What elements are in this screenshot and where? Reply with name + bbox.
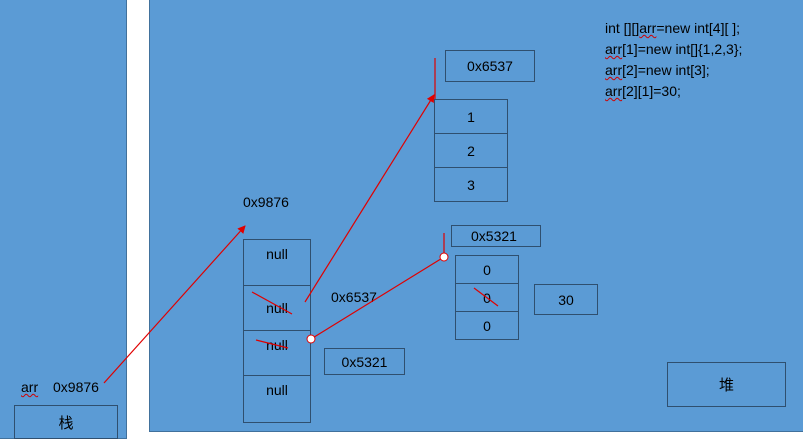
array-b-cell-0-text: 0: [483, 261, 491, 278]
array-b-address-box: 0x5321: [451, 225, 541, 247]
stack-var-value: 0x9876: [53, 379, 99, 395]
code-line-2: arr[1]=new int[]{1,2,3};: [605, 41, 743, 57]
code-line-1: int [][]arr=new int[4][ ];: [605, 20, 741, 36]
array-b-address: 0x5321: [471, 228, 517, 244]
array-a-cell-0-text: 1: [467, 108, 475, 125]
array-a-address-box: 0x6537: [445, 50, 535, 82]
array-b-cell-2-text: 0: [483, 317, 491, 334]
arrow-arr1-to-array-a: [304, 94, 435, 303]
arrow-target-dot: [439, 252, 449, 262]
code-line-4: arr[2][1]=30;: [605, 83, 681, 99]
array-a-cell-1-text: 2: [467, 142, 475, 159]
code-block: int [][]arr=new int[4][ ]; arr[1]=new in…: [605, 18, 742, 102]
strike-null-2: [255, 339, 289, 349]
assigned-value: 30: [558, 291, 574, 308]
heap-label-box: 堆: [667, 362, 786, 407]
stack-var-name: arr: [21, 379, 39, 395]
heap-label: 堆: [718, 377, 734, 394]
strike-zero-b1: [473, 287, 499, 307]
outer-array-cell-3-text: null: [266, 382, 288, 398]
assigned-value-box: 30: [534, 284, 598, 315]
code-line-3: arr[2]=new int[3];: [605, 62, 710, 78]
outer-array-cell-0-text: null: [266, 245, 288, 262]
heap-panel: [149, 0, 803, 432]
stack-label: 栈: [58, 414, 74, 432]
ref-label-1: 0x6537: [331, 289, 377, 305]
stack-panel: [0, 0, 127, 439]
array-a-cell-2-text: 3: [467, 176, 475, 193]
outer-array-cell-1-text: null: [266, 300, 288, 316]
outer-array-address: 0x9876: [243, 194, 289, 210]
array-b-cell-2: 0: [455, 311, 519, 340]
array-a-address: 0x6537: [467, 58, 513, 74]
ref-label-2-box: 0x5321: [324, 348, 405, 375]
ref-label-2: 0x5321: [341, 353, 388, 370]
arrow-stack-to-outer: [103, 225, 246, 384]
array-a-cell-2: 3: [434, 167, 508, 202]
outer-array-cell-3: null: [243, 375, 311, 423]
arrow-origin-dot: [306, 334, 316, 344]
arrow-arr2-to-array-b: [310, 256, 445, 340]
strike-null-1: [251, 291, 293, 315]
